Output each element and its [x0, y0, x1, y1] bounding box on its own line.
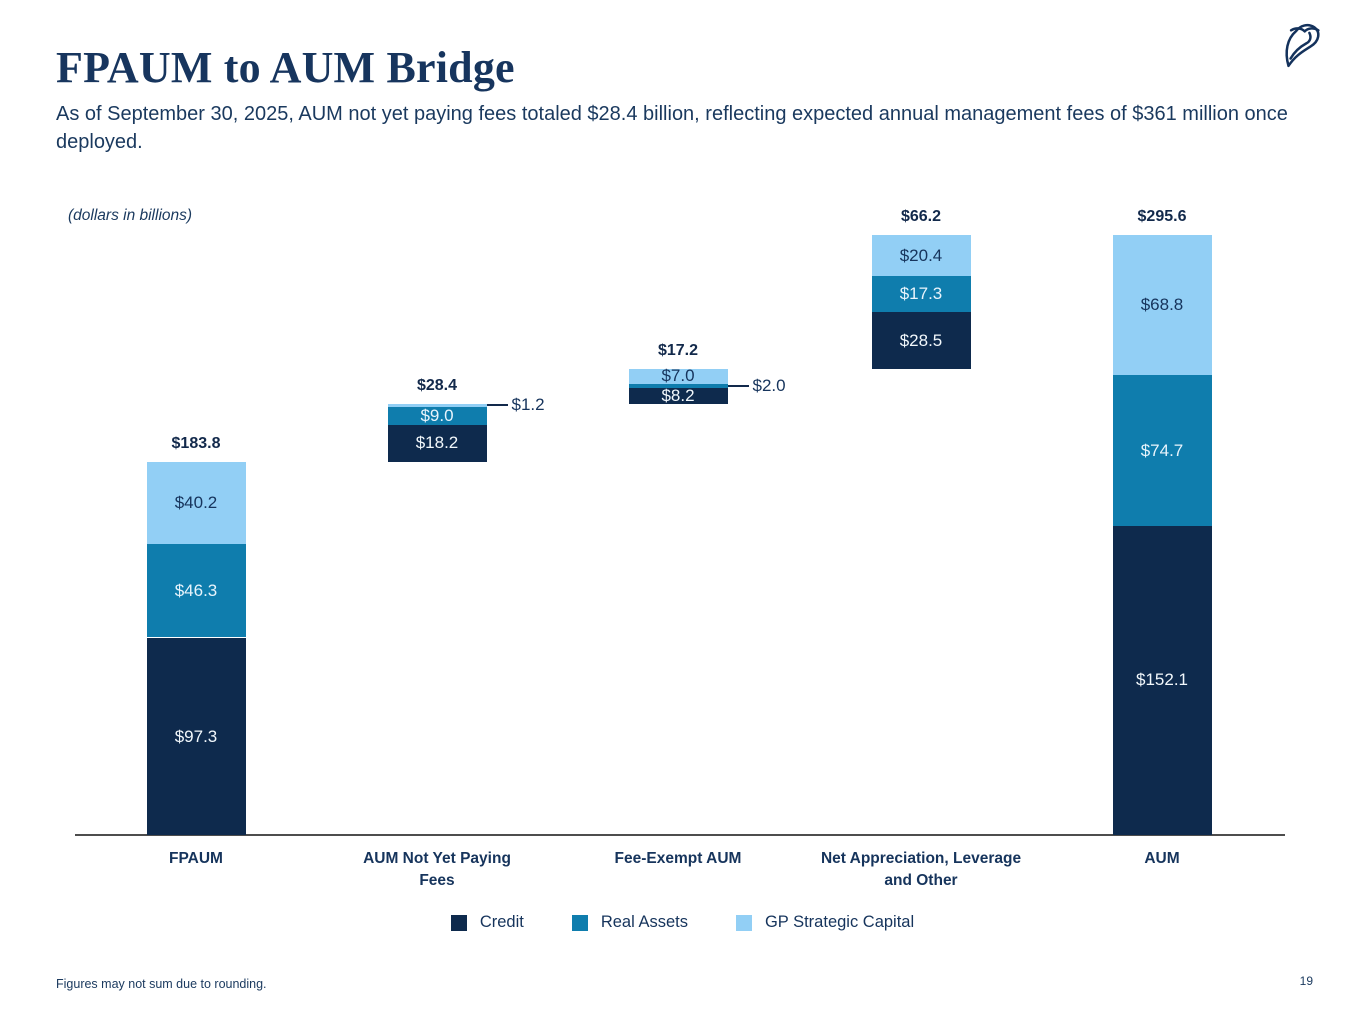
bar-segment-fee-exempt-aum-real-assets: [628, 383, 728, 388]
segment-value-label: $9.0: [420, 405, 454, 425]
segment-callout-label: $2.0: [752, 375, 786, 395]
segment-value-label: $28.5: [899, 330, 943, 350]
segment-value-label: $46.3: [174, 580, 218, 600]
bar-total-label: $295.6: [1137, 207, 1187, 225]
real-assets-swatch-icon: [571, 914, 588, 931]
bar-segment-aum-gp-strategic-capital: [1112, 234, 1212, 375]
page-title: FPAUM to AUM Bridge: [56, 43, 515, 92]
callout-line: [727, 384, 749, 387]
page-subtitle: As of September 30, 2025, AUM not yet pa…: [56, 103, 1288, 153]
segment-value-label: $8.2: [661, 385, 695, 405]
bar-segment-net-appreciation-leverage-and-other-real-assets: [871, 276, 971, 312]
bar-segment-aum-not-yet-paying-fees-real-assets: [387, 406, 487, 425]
segment-value-label: $97.3: [174, 726, 218, 746]
legend-item-credit: Credit: [450, 913, 524, 932]
legend-label: Credit: [479, 913, 524, 931]
segment-value-label: $74.7: [1140, 440, 1184, 460]
bar-segment-fpaum-gp-strategic-capital: [146, 461, 246, 544]
owl-logo-icon: [1285, 23, 1320, 68]
bar-segment-aum-not-yet-paying-fees-credit: [387, 424, 487, 462]
bar-segment-net-appreciation-leverage-and-other-gp-strategic-capital: [871, 234, 971, 277]
category-label-fpaum: FPAUM: [169, 850, 223, 867]
bar-segment-fee-exempt-aum-credit: [628, 387, 728, 405]
segment-value-label: $17.3: [899, 284, 943, 304]
legend-label: Real Assets: [600, 913, 688, 931]
legend-label: GP Strategic Capital: [764, 913, 915, 931]
bar-total-label: $28.4: [416, 377, 458, 395]
bar-total-label: $66.2: [900, 207, 942, 225]
segment-value-label: $68.8: [1140, 294, 1184, 314]
category-label-fee-exempt-aum: Fee-Exempt AUM: [614, 850, 742, 867]
gp-strategic-capital-swatch-icon: [735, 914, 752, 931]
bar-segment-fpaum-credit: [146, 637, 246, 835]
segment-value-label: $18.2: [415, 432, 459, 452]
bar-segment-net-appreciation-leverage-and-other-credit: [871, 311, 971, 370]
bar-segment-aum-not-yet-paying-fees-gp-strategic-capital: [387, 404, 487, 407]
bar-segment-aum-real-assets: [1112, 374, 1212, 527]
callout-line: [486, 404, 508, 407]
segment-value-label: $40.2: [174, 492, 218, 512]
bar-segment-fpaum-real-assets: [146, 543, 246, 638]
bar-total-label: $17.2: [657, 342, 699, 360]
rounding-footnote: Figures may not sum due to rounding.: [56, 977, 267, 991]
credit-swatch-icon: [450, 914, 467, 931]
segment-value-label: $152.1: [1136, 670, 1188, 690]
bar-segment-fee-exempt-aum-gp-strategic-capital: [628, 369, 728, 384]
category-label-aum: AUM: [1144, 850, 1180, 867]
segment-value-label: $7.0: [661, 366, 695, 386]
page-number: 19: [1299, 974, 1313, 988]
units-note: (dollars in billions): [68, 207, 193, 224]
bar-total-label: $183.8: [171, 434, 221, 452]
x-axis-line: [75, 834, 1285, 836]
chart-legend: Credit Real Assets GP Strategic Capital: [0, 913, 1365, 932]
legend-item-gp-strategic-capital: GP Strategic Capital: [735, 913, 915, 932]
segment-callout-label: $1.2: [511, 395, 545, 415]
segment-value-label: $20.4: [899, 245, 943, 265]
legend-item-real-assets: Real Assets: [571, 913, 688, 932]
bar-segment-aum-credit: [1112, 526, 1212, 835]
